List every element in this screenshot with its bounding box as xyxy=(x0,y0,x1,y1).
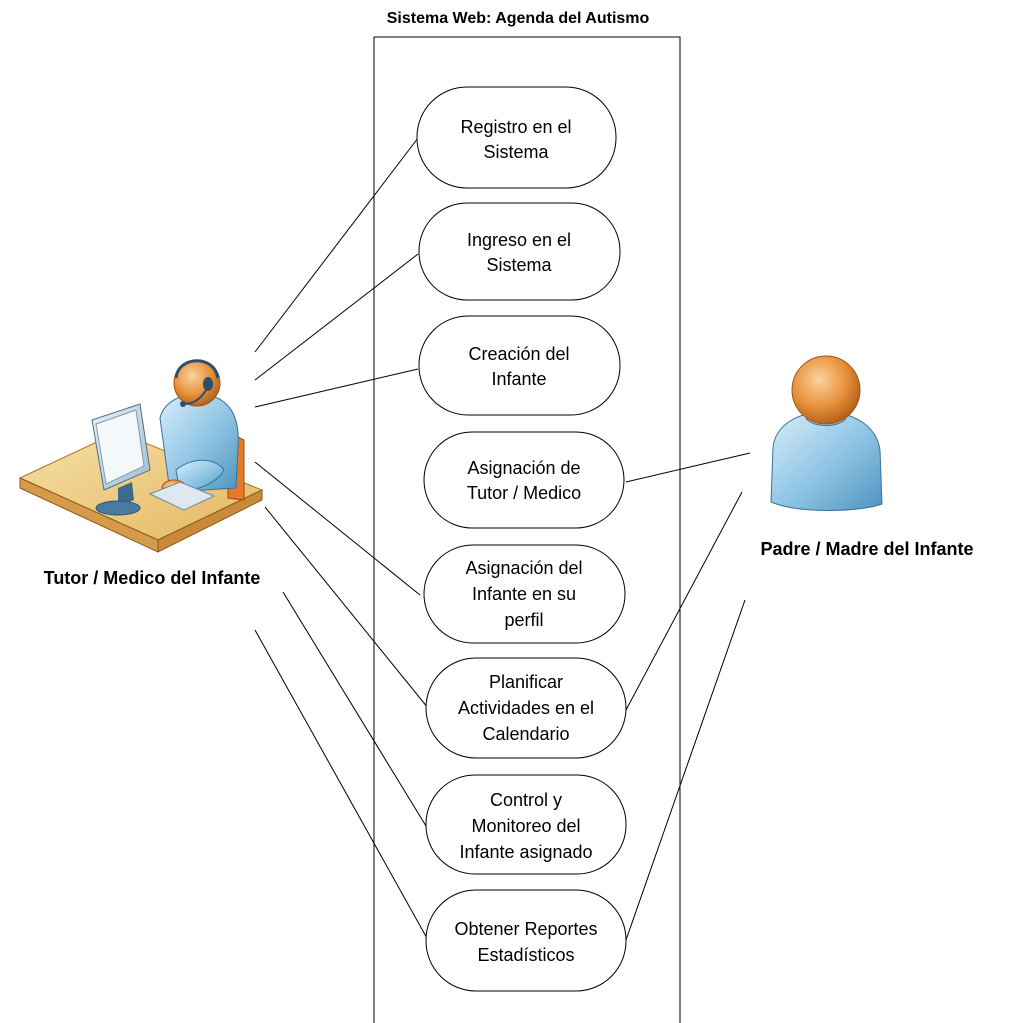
person-icon xyxy=(770,355,883,511)
actor-label-tutor: Tutor / Medico del Infante xyxy=(44,568,261,588)
use-case-label: Infante en su xyxy=(472,584,576,604)
use-case-label: Monitoreo del xyxy=(471,816,580,836)
use-cases xyxy=(416,86,627,992)
use-case-asignacion-tutor[interactable] xyxy=(423,431,625,529)
use-case-label: Planificar xyxy=(489,672,563,692)
association-line xyxy=(282,591,427,827)
use-case-asignacion-infante[interactable] xyxy=(423,544,626,644)
association-line xyxy=(254,461,421,596)
use-case-label: Calendario xyxy=(482,724,569,744)
use-case-control-monitoreo[interactable] xyxy=(425,774,627,875)
use-case-label: Obtener Reportes xyxy=(454,919,597,939)
tutor-associations xyxy=(254,137,429,941)
use-case-label: Sistema xyxy=(483,142,549,162)
association-line xyxy=(264,506,429,709)
use-case-reportes[interactable] xyxy=(425,889,627,992)
use-case-label: Infante xyxy=(491,369,546,389)
use-case-label: Registro en el xyxy=(460,117,571,137)
use-case-label: Control y xyxy=(490,790,562,810)
use-case-label: Asignación del xyxy=(465,558,582,578)
use-case-label: Ingreso en el xyxy=(467,230,571,250)
association-line xyxy=(625,599,746,941)
use-case-registro[interactable] xyxy=(416,86,617,189)
use-case-label: Actividades en el xyxy=(458,698,594,718)
use-case-label: Asignación de xyxy=(467,458,580,478)
use-case-label: Infante asignado xyxy=(459,842,592,862)
parent-associations xyxy=(625,452,751,941)
use-case-label: perfil xyxy=(504,610,543,630)
use-case-label: Tutor / Medico xyxy=(467,483,581,503)
use-case-label: Estadísticos xyxy=(477,945,574,965)
association-line xyxy=(625,452,751,483)
actor-label-parent: Padre / Madre del Infante xyxy=(760,539,973,559)
use-case-label: Sistema xyxy=(486,255,552,275)
association-line xyxy=(254,253,419,381)
association-line xyxy=(254,629,429,941)
use-case-ingreso[interactable] xyxy=(418,202,621,301)
operator-at-desk-icon xyxy=(18,359,264,553)
association-line xyxy=(625,491,743,711)
diagram-title: Sistema Web: Agenda del Autismo xyxy=(387,10,650,27)
use-case-planificar[interactable] xyxy=(425,657,627,759)
use-case-labels: Registro en el Sistema Ingreso en el Sis… xyxy=(454,117,597,965)
association-line xyxy=(254,368,419,408)
system-boundary xyxy=(373,36,681,1023)
association-line xyxy=(254,137,419,353)
use-case-creacion-infante[interactable] xyxy=(418,315,621,416)
use-case-label: Creación del xyxy=(468,344,569,364)
